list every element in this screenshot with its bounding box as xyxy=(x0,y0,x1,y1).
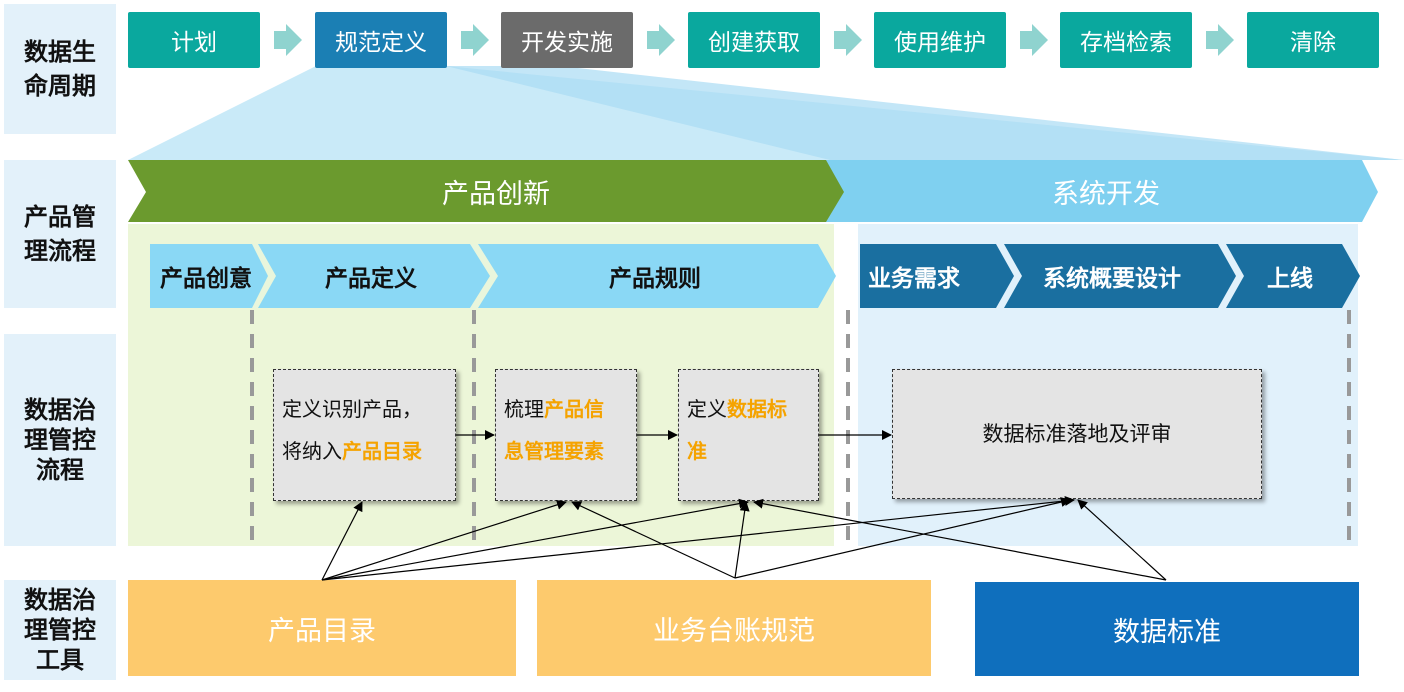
phase-launch-text: 上线 xyxy=(1267,266,1313,292)
phase-idea-shape xyxy=(150,244,276,308)
phase-def-shape xyxy=(252,244,492,308)
row-label-lifecycle-text: 数据生 命周期 xyxy=(24,38,96,100)
box3-line2: 准 xyxy=(687,439,707,463)
phase-product-rules-text: 产品规则 xyxy=(609,266,701,292)
lifecycle-stage-label-3: 开发实施 xyxy=(521,30,613,56)
phase-system-design: 系统概要设计 xyxy=(1020,244,1204,308)
tool-data-standard: 数据标准 xyxy=(975,582,1359,676)
box2-line1-pre: 梳理 xyxy=(504,397,544,421)
lifecycle-stage-2: 规范定义 xyxy=(315,12,447,68)
tool-ledger-spec-text: 业务台账规范 xyxy=(653,615,815,647)
lifecycle-stage-label-5: 使用维护 xyxy=(894,30,986,56)
process-box-info-elements: 梳理产品信 息管理要素 xyxy=(495,369,637,501)
lifecycle-stage-label-6: 存档检索 xyxy=(1080,30,1172,56)
box3-line1-highlight: 数据标 xyxy=(727,397,787,421)
stage-arrow-1 xyxy=(274,24,302,56)
box3-line1: 定义数据标 xyxy=(687,388,818,430)
stage-arrow-4 xyxy=(834,24,862,56)
stage-arrow-6 xyxy=(1206,24,1234,56)
lifecycle-stage-5: 使用维护 xyxy=(874,12,1006,68)
row-label-governance-tools-text: 数据治 理管控 工具 xyxy=(24,586,96,674)
lifecycle-stage-6: 存档检索 xyxy=(1060,12,1192,68)
lifecycle-stage-7: 清除 xyxy=(1247,12,1379,68)
phase-business-requirements-text: 业务需求 xyxy=(868,266,960,292)
phase-launch-shape xyxy=(1222,244,1360,308)
lifecycle-stage-4: 创建获取 xyxy=(688,12,820,68)
banner-product-innovation: 产品创新 xyxy=(146,160,846,222)
box2-line1-highlight: 产品信 xyxy=(544,397,604,421)
box2-line2: 息管理要素 xyxy=(504,439,604,463)
tool-data-standard-text: 数据标准 xyxy=(1113,616,1221,648)
row-label-governance-tools: 数据治 理管控 工具 xyxy=(4,580,116,680)
lifecycle-stage-label-2: 规范定义 xyxy=(335,30,427,56)
process-box-define-product: 定义识别产品， 将纳入产品目录 xyxy=(273,369,456,501)
row-label-lifecycle: 数据生 命周期 xyxy=(4,4,116,134)
box4-text: 数据标准落地及评审 xyxy=(982,422,1172,446)
system-dev-banner-shape xyxy=(820,160,1378,222)
phase-product-idea: 产品创意 xyxy=(150,244,262,308)
phase-product-idea-text: 产品创意 xyxy=(160,266,252,292)
lifecycle-arrows xyxy=(274,24,1234,56)
box1-line1: 定义识别产品， xyxy=(282,397,422,421)
stage-arrow-3 xyxy=(647,24,675,56)
tool-product-catalog-text: 产品目录 xyxy=(268,615,376,647)
tool-product-catalog: 产品目录 xyxy=(128,580,516,676)
process-box-define-standard: 定义数据标 准 xyxy=(678,369,819,501)
phase-rules-shape xyxy=(474,244,836,308)
phase-launch: 上线 xyxy=(1240,244,1340,308)
banner-system-dev-text: 系统开发 xyxy=(1052,178,1160,210)
lifecycle-stage-label-1: 计划 xyxy=(171,30,217,56)
phase-product-definition: 产品定义 xyxy=(268,244,474,308)
stage-arrow-5 xyxy=(1020,24,1048,56)
product-innovation-banner-shape xyxy=(128,160,844,222)
lifecycle-stage-3: 开发实施 xyxy=(501,12,633,68)
lifecycle-stage-label-4: 创建获取 xyxy=(708,30,800,56)
stage-arrow-2 xyxy=(461,24,489,56)
process-box-standard-review: 数据标准落地及评审 xyxy=(892,369,1262,499)
phase-business-requirements: 业务需求 xyxy=(858,244,970,308)
banner-product-innovation-text: 产品创新 xyxy=(442,178,550,210)
box1-line2-highlight: 产品目录 xyxy=(342,439,422,463)
banner-system-dev: 系统开发 xyxy=(836,160,1376,222)
lifecycle-stage-1: 计划 xyxy=(128,12,260,68)
lifecycle-stage-label-7: 清除 xyxy=(1290,30,1336,56)
phase-design-shape xyxy=(1002,244,1240,308)
phase-product-definition-text: 产品定义 xyxy=(325,266,417,292)
phase-system-design-text: 系统概要设计 xyxy=(1043,266,1181,292)
box3-line1-pre: 定义 xyxy=(687,397,727,421)
phase-banners xyxy=(128,160,1378,308)
row-label-governance-process: 数据治 理管控 流程 xyxy=(4,334,116,546)
tool-ledger-spec: 业务台账规范 xyxy=(537,580,931,676)
box2-line1: 梳理产品信 xyxy=(504,388,636,430)
row-label-product-process-text: 产品管 理流程 xyxy=(24,203,96,265)
box1-line2-pre: 将纳入 xyxy=(282,439,342,463)
box1-line2: 将纳入产品目录 xyxy=(282,430,455,472)
phase-biz-shape xyxy=(860,244,1018,308)
phase-product-rules: 产品规则 xyxy=(492,244,818,308)
row-label-governance-process-text: 数据治 理管控 流程 xyxy=(24,396,96,484)
row-label-product-process: 产品管 理流程 xyxy=(4,160,116,308)
